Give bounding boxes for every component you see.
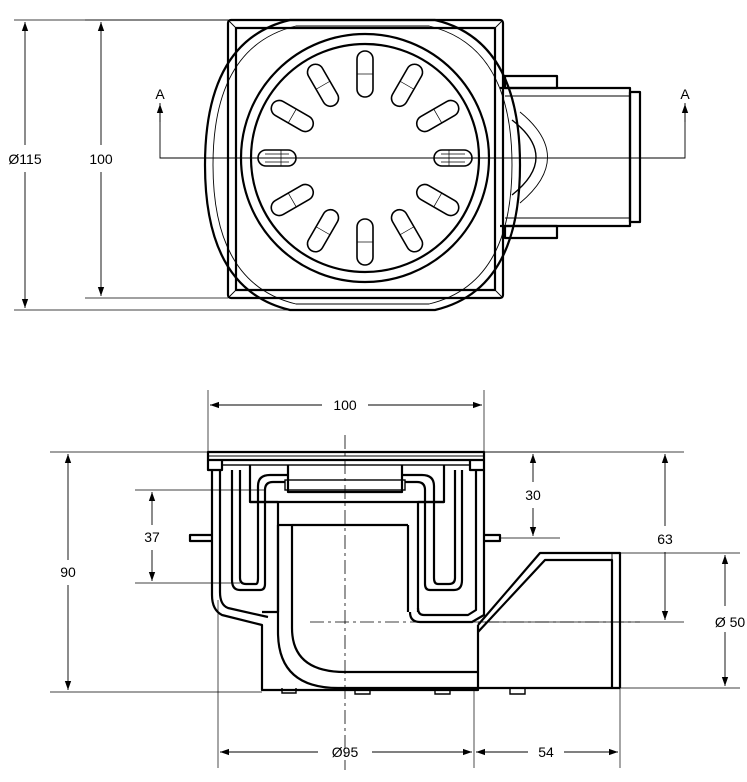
- dimension-37: 37: [135, 489, 265, 584]
- dim-height-63: 63: [657, 531, 673, 547]
- outlet-pipe-top: [500, 74, 642, 240]
- siphon-elbow: [276, 523, 620, 695]
- grate-slot: [270, 183, 315, 217]
- grate-slot: [415, 183, 460, 217]
- dim-frame-height: 100: [89, 151, 113, 167]
- dimension-body-diameter: Ø95: [217, 600, 475, 768]
- frame-section: [206, 450, 486, 472]
- body-section: [188, 465, 502, 692]
- grate-slot: [270, 99, 315, 133]
- dim-body-diameter: Ø95: [332, 744, 359, 760]
- grate-slot: [390, 63, 424, 108]
- dimension-90: 90: [50, 451, 262, 693]
- dim-total-height: 90: [60, 564, 76, 580]
- dim-frame-width: 100: [333, 397, 357, 413]
- dimension-outlet-length: 54: [476, 688, 621, 768]
- side-view: 100 30 37 90: [50, 390, 745, 770]
- grate-slot: [390, 208, 424, 253]
- section-marker-left: A: [155, 86, 165, 102]
- outlet-pipe-side: [477, 551, 622, 688]
- dim-outlet-diameter: Ø 50: [715, 614, 746, 630]
- dim-outlet-length: 54: [538, 744, 554, 760]
- section-marker-right: A: [680, 86, 690, 102]
- dimension-63: 63: [420, 451, 684, 623]
- grate-slot: [306, 63, 340, 108]
- dimension-30: 30: [484, 451, 560, 539]
- square-frame: [226, 18, 505, 300]
- section-line-a: A A: [155, 86, 690, 159]
- dimension-outer-diameter: Ø115: [8, 19, 290, 311]
- dimension-outlet-diameter: Ø 50: [620, 552, 746, 689]
- dim-outer-diameter: Ø115: [8, 151, 41, 167]
- grate-slots: [257, 50, 473, 266]
- top-view: A A Ø115 100: [8, 18, 690, 312]
- dim-depth-30: 30: [525, 487, 541, 503]
- dim-depth-37: 37: [144, 529, 160, 545]
- grate-slot: [415, 99, 460, 133]
- grate-slot: [356, 50, 374, 98]
- dimension-frame-height: 100: [85, 19, 228, 299]
- grate-slot: [356, 218, 374, 266]
- dimension-frame-width: 100: [207, 390, 485, 452]
- grate-slot: [306, 208, 340, 253]
